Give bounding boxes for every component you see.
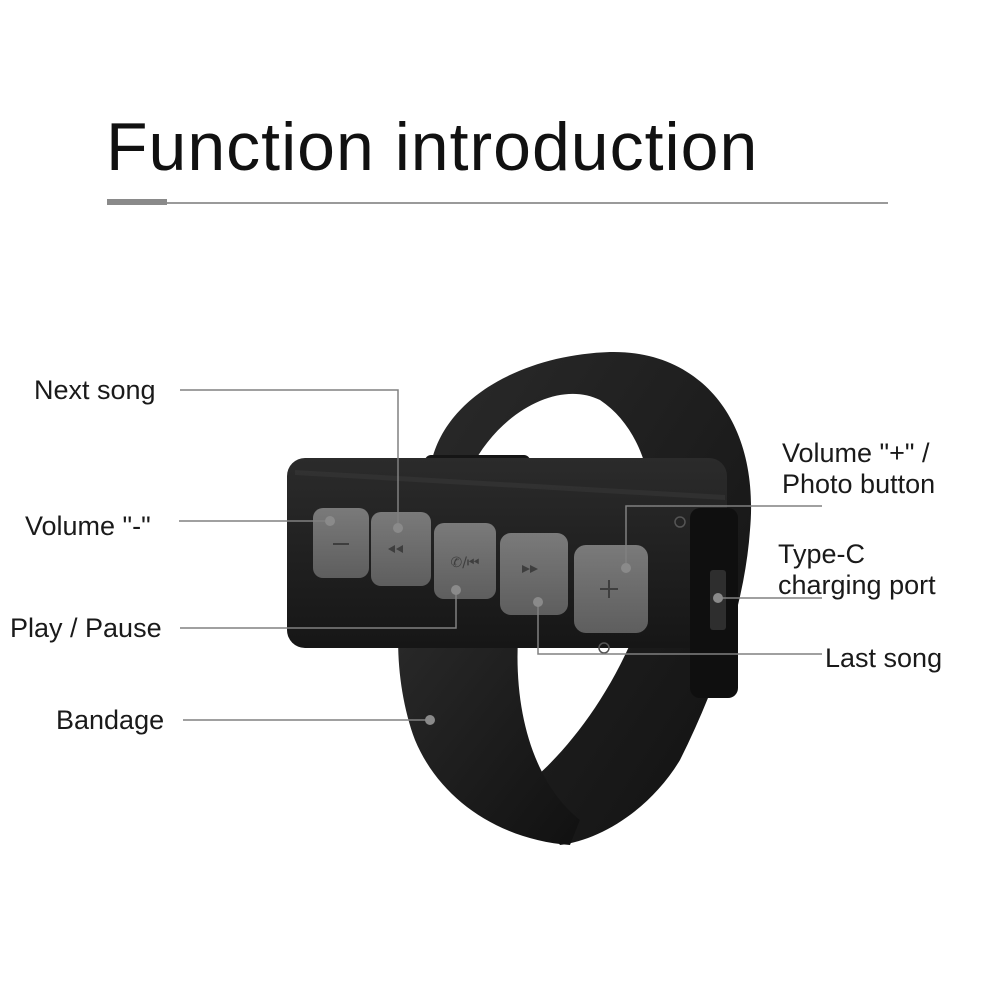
button-last-song [500,533,568,615]
button-play-pause: ✆/⏮ [434,523,496,599]
plus-icon [600,580,618,598]
label-type-c-line1: Type-C [778,539,866,569]
title-underline-accent [107,199,167,205]
page-title: Function introduction [106,109,759,185]
phone-play-pause-icon: ✆/⏮ [450,555,479,571]
label-volume-plus-line1: Volume "+" / [782,438,930,468]
power-indicator-icon [598,642,610,654]
title-underline [107,202,888,204]
leader-last-song [537,602,822,655]
label-volume-plus-line2: Photo button [782,469,936,499]
label-volume-minus: Volume "-" [25,511,151,541]
rewind-icon [388,545,403,553]
leader-dots [325,516,723,725]
button-volume-plus [574,545,648,633]
bandage-strap [398,610,580,845]
label-last-song: Last song [825,643,943,673]
label-play-pause: Play / Pause [10,613,162,643]
leader-volume-plus [625,505,822,568]
leader-play-pause [180,590,457,629]
led-indicator [674,516,686,528]
button-next-song [371,512,431,586]
leader-next-song [180,389,399,528]
label-type-c-line2: charging port [778,570,936,600]
label-bandage: Bandage [56,705,165,735]
label-next-song: Next song [34,375,156,405]
fast-forward-icon [522,565,538,573]
leader-lines [179,389,822,721]
button-volume-minus [313,508,369,578]
